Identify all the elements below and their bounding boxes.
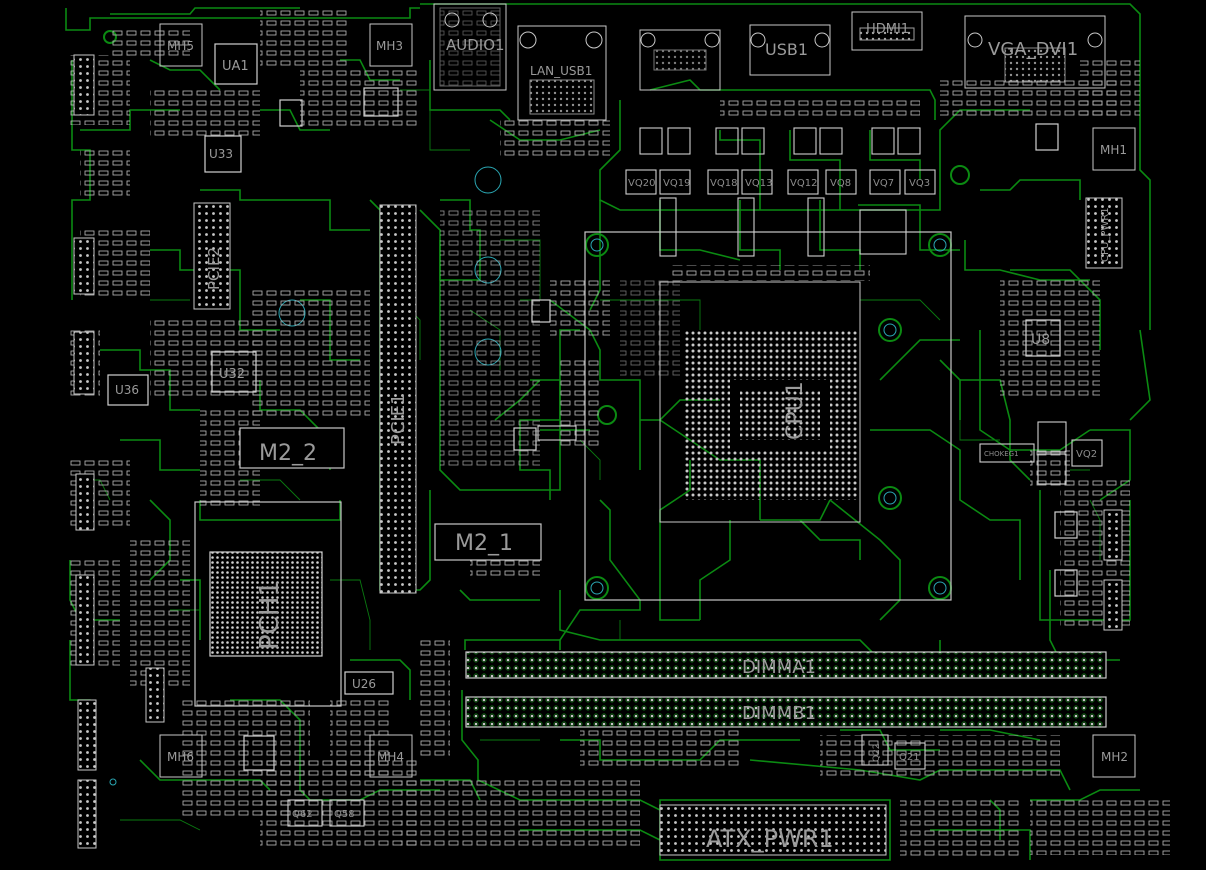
label-pch: PCH1 (255, 580, 285, 650)
label-hdmi: HDMI1 (866, 22, 909, 37)
label-dimm-b1: DIMMB1 (742, 703, 816, 724)
label-q22: Q22 (872, 743, 882, 762)
label-u33: U33 (209, 147, 233, 161)
label-mh2: MH2 (1101, 750, 1128, 764)
label-u36: U36 (115, 383, 139, 397)
dimm-slots (465, 651, 1107, 728)
chips (107, 43, 1078, 771)
label-u26: U26 (352, 677, 376, 691)
label-vq7: VQ7 (873, 178, 894, 189)
label-vq12: VQ12 (790, 178, 817, 189)
silk-labels: AUDIO1 LAN_USB1 USB1 HDMI1 VGA_DVI1 MH5 … (115, 22, 1128, 853)
label-mh1: MH1 (1100, 143, 1127, 157)
pcie-slots (193, 202, 417, 594)
label-pcie2: PCIE2 (205, 247, 223, 290)
label-vq18: VQ18 (710, 178, 737, 189)
cpu-socket (584, 231, 952, 601)
label-vq13: VQ13 (745, 178, 772, 189)
label-dimm-a1: DIMMA1 (742, 657, 816, 678)
label-q62: Q62 (292, 809, 313, 820)
label-m2-1: M2_1 (455, 531, 513, 556)
m2-slots (239, 427, 542, 561)
label-mh6: MH6 (167, 750, 194, 764)
label-chokeg1: CHOKEG1 (984, 450, 1019, 458)
label-mh3: MH3 (376, 39, 403, 53)
vrm-mosfets (287, 127, 1103, 827)
label-cpu: CPU1 (783, 381, 808, 440)
mounting-holes (103, 30, 970, 600)
label-u8: U8 (1031, 332, 1050, 348)
label-lan-usb: LAN_USB1 (530, 64, 592, 78)
label-vq3: VQ3 (909, 178, 930, 189)
rear-io (433, 3, 1106, 121)
label-pcie1: PCIE1 (388, 393, 409, 445)
label-mh4: MH4 (377, 750, 404, 764)
label-q58: Q58 (334, 809, 355, 820)
label-atx-pwr: ATX_PWR1 (706, 825, 834, 853)
pch-chip (194, 501, 342, 707)
label-vq8: VQ8 (830, 178, 851, 189)
label-m2-2: M2_2 (259, 441, 317, 466)
label-mh5: MH5 (167, 39, 194, 53)
label-vq20: VQ20 (628, 178, 655, 189)
label-vga-dvi: VGA_DVI1 (988, 39, 1078, 60)
label-vq19: VQ19 (663, 178, 690, 189)
label-ua1: UA1 (222, 59, 249, 74)
label-cpu-pwr: CPU_PWR1 (1100, 207, 1111, 262)
label-usb: USB1 (765, 40, 808, 59)
smd-fields (70, 10, 1170, 860)
label-u32: U32 (219, 367, 245, 382)
mh-pads (159, 23, 1136, 778)
label-q21: Q21 (899, 752, 920, 763)
label-audio: AUDIO1 (446, 36, 505, 54)
left-headers (73, 54, 1123, 856)
label-vq2: VQ2 (1076, 449, 1097, 460)
